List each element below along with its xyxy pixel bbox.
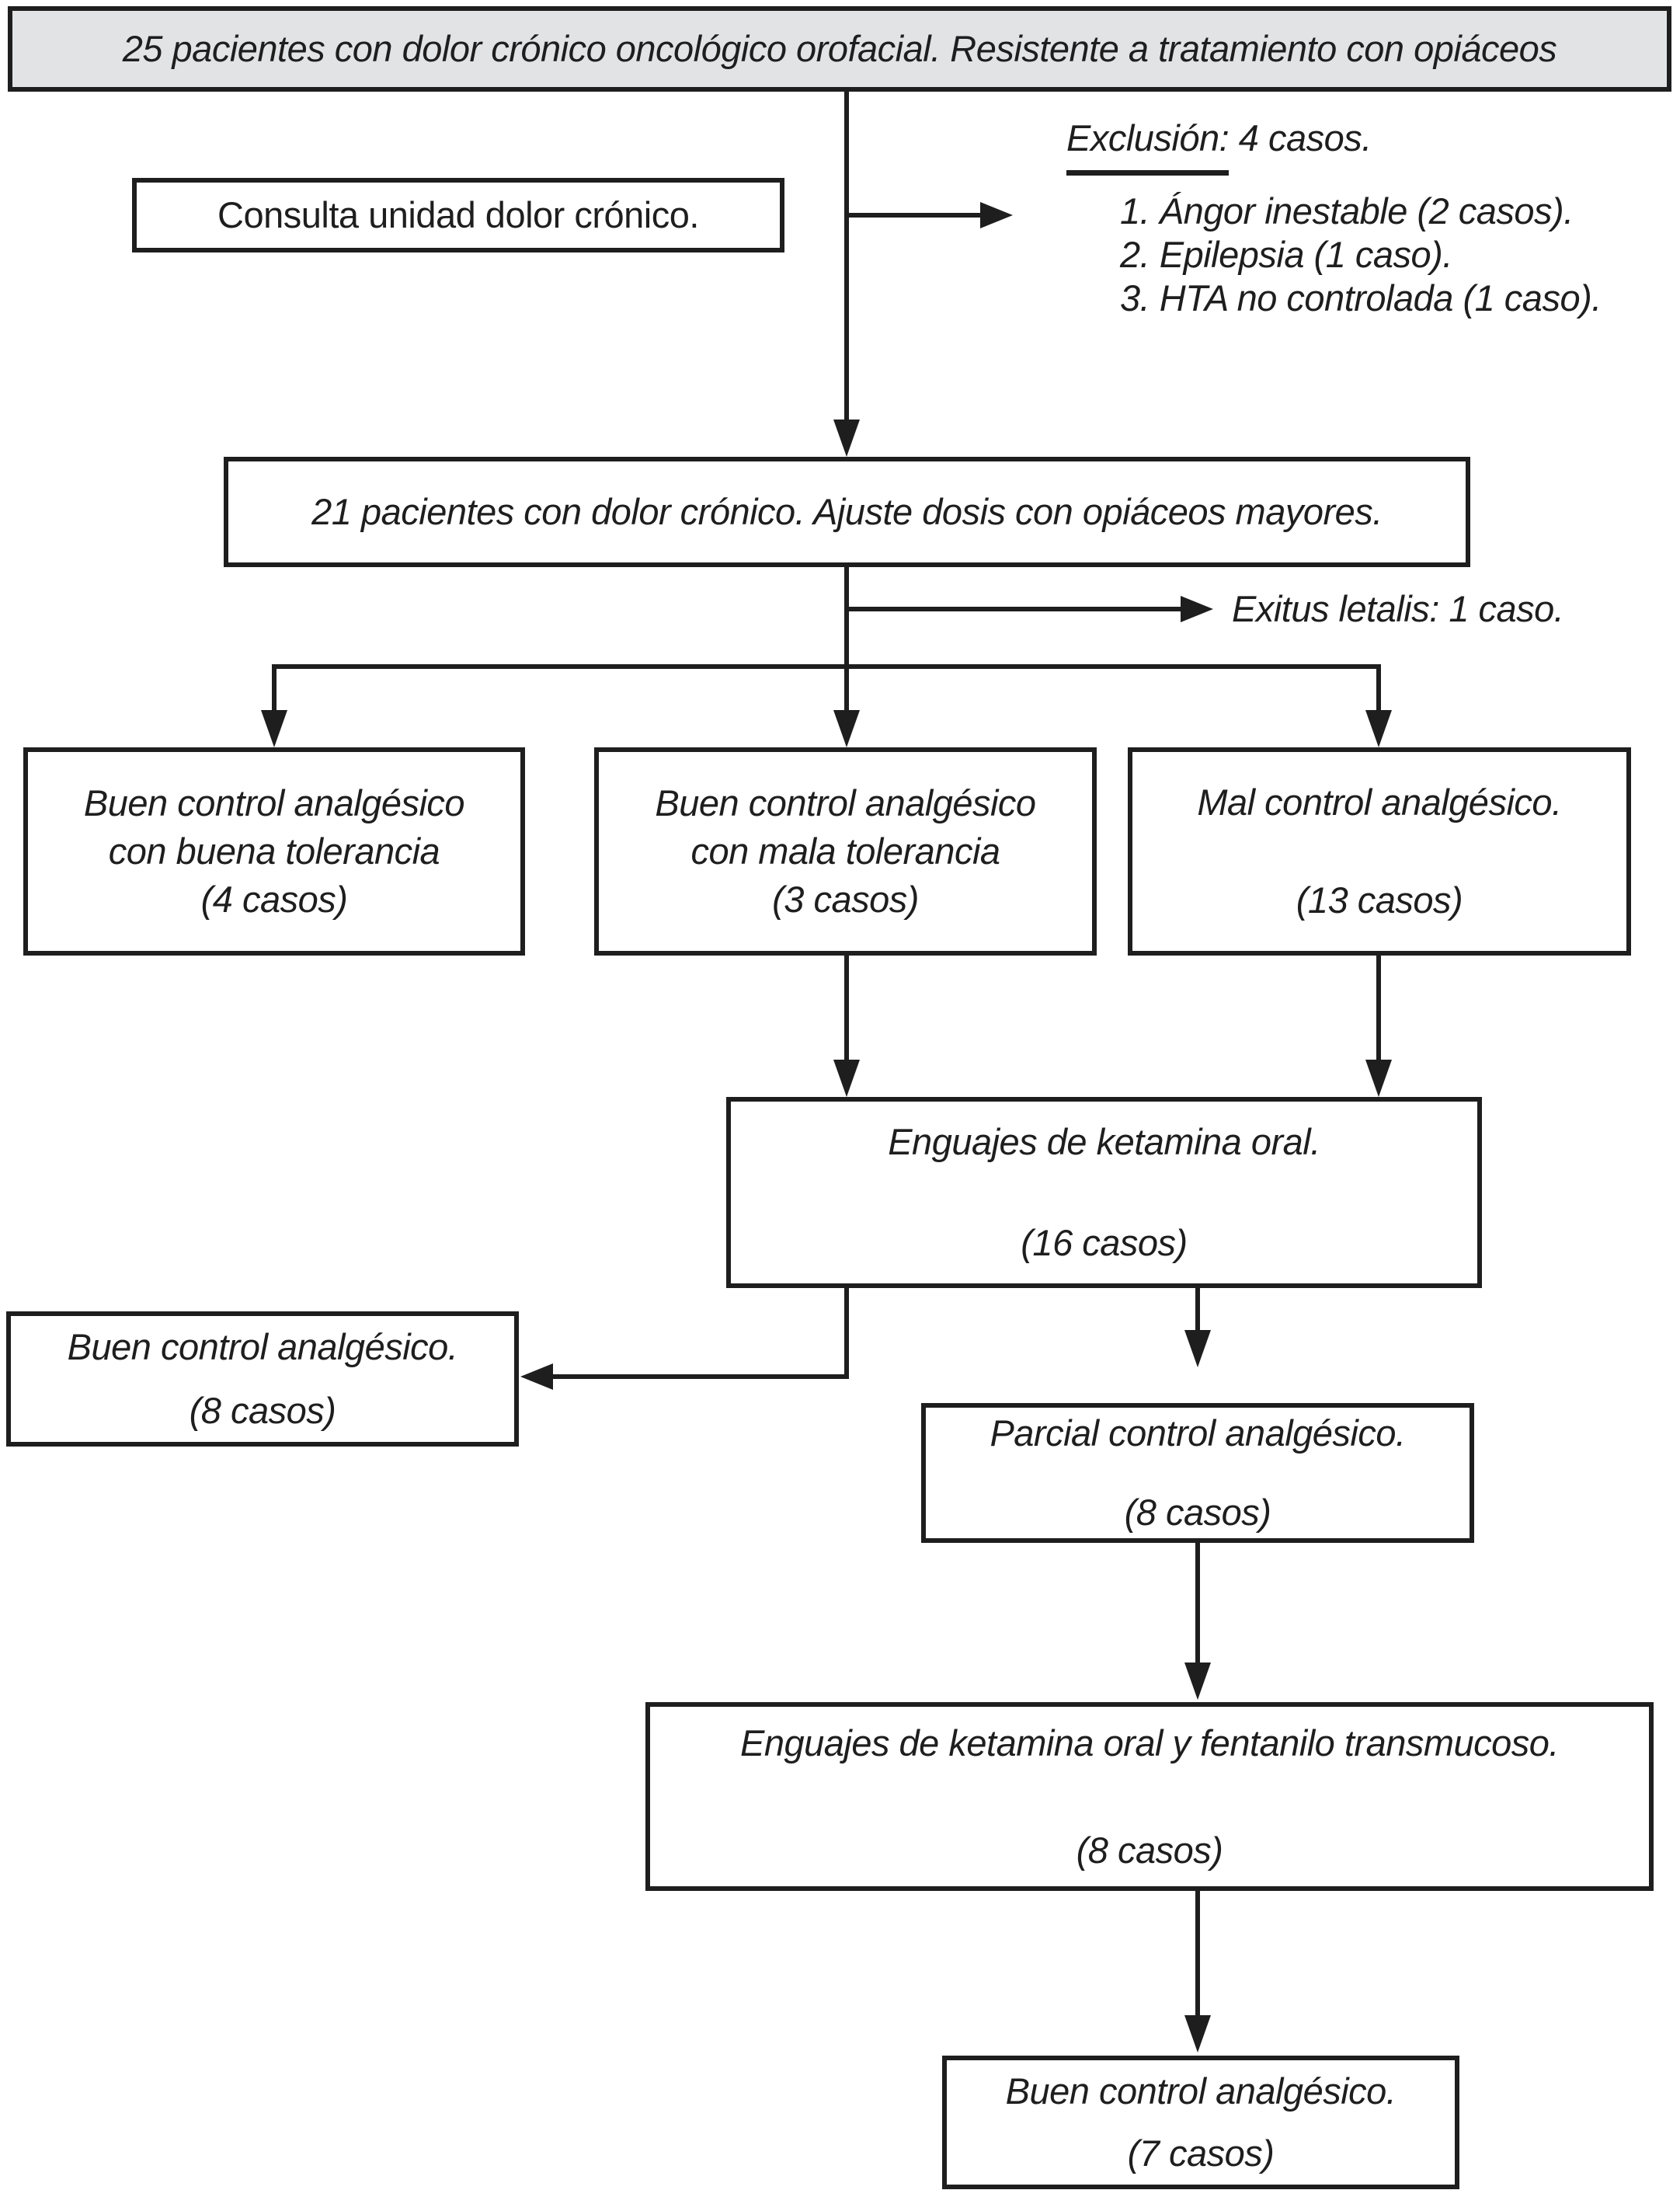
connector-ketamine-to-partial [1195,1288,1200,1332]
exclusion-heading-underlined: Exclusión: [1066,117,1230,176]
partial-control-line: (8 casos) [1124,1492,1271,1533]
connector-partial-to-fentanyl [1195,1543,1200,1664]
exclusion-heading: Exclusión: 4 casos. [1066,117,1372,176]
arrowhead-to-exitus [1181,596,1213,622]
connector-adjust-to-split [844,567,849,712]
bad-tolerance-box: Buen control analgésico con mala toleran… [594,747,1097,956]
consulta-box: Consulta unidad dolor crónico. [132,178,784,252]
arrowhead-into-good-7 [1184,2015,1211,2053]
adjust-box: 21 pacientes con dolor crónico. Ajuste d… [224,457,1470,567]
connector-fentanyl-to-good-7 [1195,1891,1200,2017]
bad-tolerance-line: (3 casos) [772,879,919,920]
good-control-7-box: Buen control analgésico. (7 casos) [942,2056,1459,2189]
exclusion-heading-rest: 4 casos. [1229,117,1372,158]
exclusion-item: 1. Ángor inestable (2 casos). [1120,190,1574,232]
good-control-8-box: Buen control analgésico. (8 casos) [6,1311,519,1447]
connector-poor-control-to-ketamine [1376,956,1381,1061]
poor-control-box: Mal control analgésico. (13 casos) [1128,747,1631,956]
good-control-7-line: Buen control analgésico. [1005,2070,1397,2112]
good-control-8-line: Buen control analgésico. [67,1326,458,1367]
drop-left [272,664,277,712]
poor-control-line: (13 casos) [1296,879,1463,921]
title-box: 25 pacientes con dolor crónico oncológic… [8,6,1671,92]
arrowhead-into-ketamine-right [1365,1060,1392,1097]
arrowhead-into-fentanyl [1184,1663,1211,1700]
connector-ketamine-down-left [844,1288,849,1379]
poor-control-line: Mal control analgésico. [1197,782,1562,823]
exitus-label: Exitus letalis: 1 caso. [1232,588,1564,629]
consulta-text: Consulta unidad dolor crónico. [217,194,699,235]
title-text: 25 pacientes con dolor crónico oncológic… [122,28,1557,69]
exclusion-item: 2. Epilepsia (1 caso). [1120,234,1452,275]
fentanyl-box: Enguajes de ketamina oral y fentanilo tr… [645,1702,1654,1891]
ketamine-line: (16 casos) [1021,1222,1188,1263]
drop-right [1376,664,1381,712]
connector-title-to-adjust [844,92,849,421]
arrowhead-to-exclusion [980,202,1013,228]
bad-tolerance-line: Buen control analgésico [655,782,1036,823]
adjust-text: 21 pacientes con dolor crónico. Ajuste d… [311,491,1383,532]
arrowhead-into-ketamine-left [833,1060,860,1097]
connector-to-exitus [847,607,1181,611]
arrowhead-to-partial [1184,1330,1211,1367]
bad-tolerance-line: con mala tolerancia [690,830,1000,872]
arrowhead-into-poor-control [1365,710,1392,747]
partial-control-line: Parcial control analgésico. [990,1412,1406,1454]
good-tolerance-box: Buen control analgésico con buena tolera… [23,747,525,956]
good-control-8-line: (8 casos) [189,1390,336,1431]
ketamine-line: Enguajes de ketamina oral. [888,1121,1320,1162]
fentanyl-line: Enguajes de ketamina oral y fentanilo tr… [739,1722,1560,1764]
connector-bad-tolerance-to-ketamine [844,956,849,1061]
arrowhead-into-good-tolerance [261,710,287,747]
split-line [272,664,1381,669]
arrowhead-into-adjust-box [833,420,860,457]
connector-to-good-control-8 [553,1374,849,1379]
arrowhead-into-good-control-8 [520,1363,553,1390]
good-tolerance-line: Buen control analgésico [83,782,465,823]
fentanyl-line: (8 casos) [1076,1829,1223,1871]
good-tolerance-line: con buena tolerancia [108,830,440,872]
partial-control-box: Parcial control analgésico. (8 casos) [921,1403,1474,1543]
ketamine-box: Enguajes de ketamina oral. (16 casos) [726,1097,1482,1288]
good-tolerance-line: (4 casos) [200,879,348,920]
exclusion-item: 3. HTA no controlada (1 caso). [1120,277,1602,319]
exclusion-list: 1. Ángor inestable (2 casos). 2. Epileps… [1120,190,1602,320]
connector-to-exclusion [847,213,982,218]
arrowhead-into-bad-tolerance [833,710,860,747]
good-control-7-line: (7 casos) [1127,2133,1275,2174]
